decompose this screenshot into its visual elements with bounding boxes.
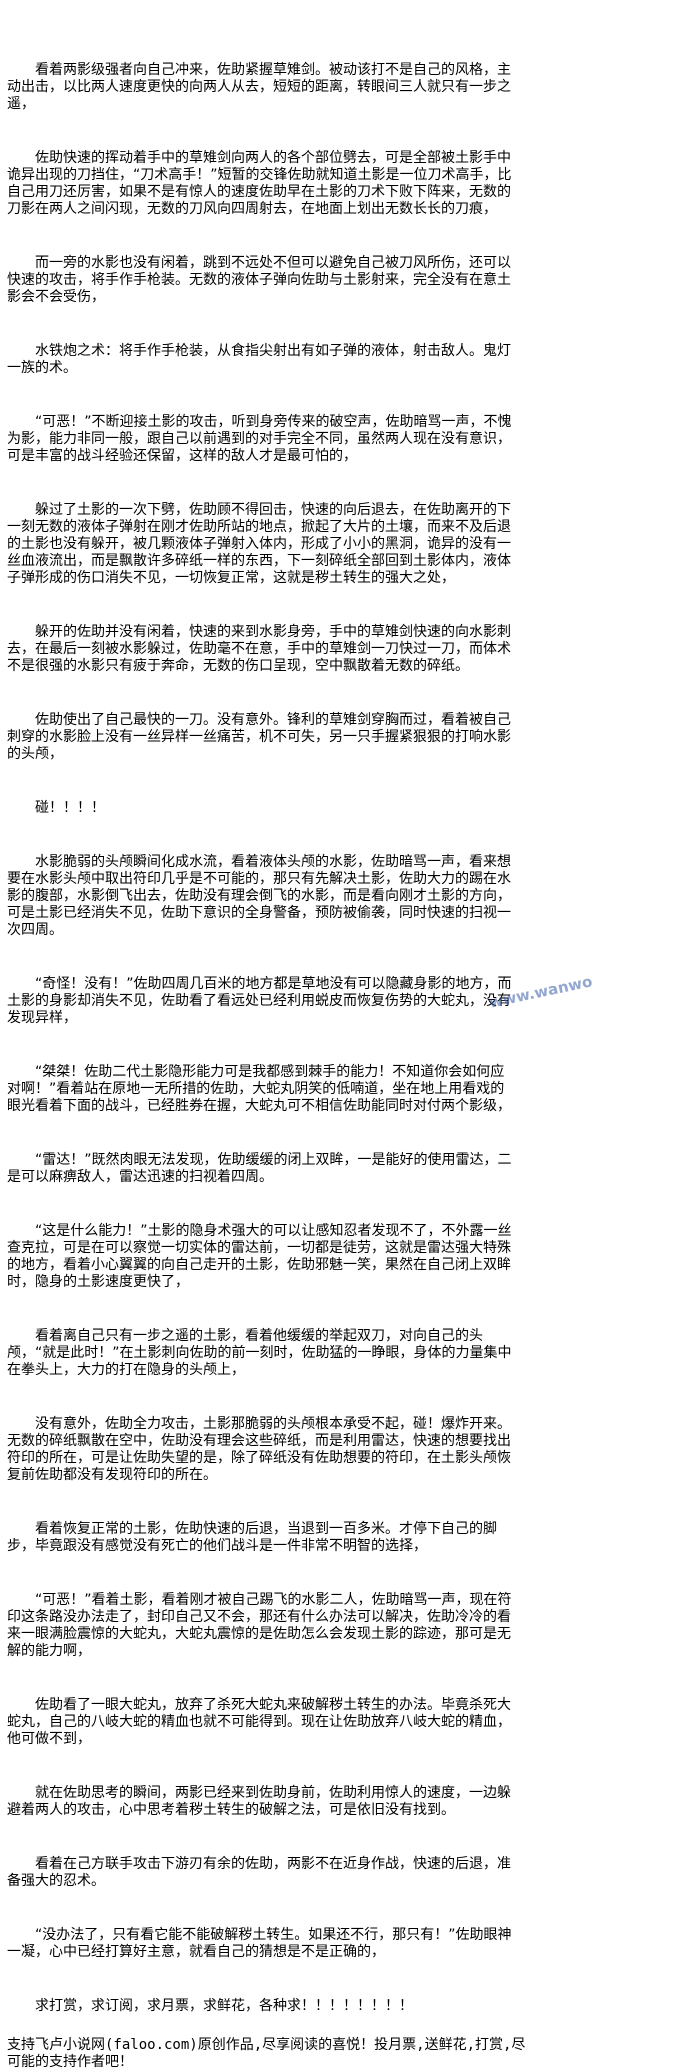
paragraph: 躲开的佐助并没有闲着，快速的来到水影身旁，手中的草雉剑快速的向水影刺去，在最后一… [7,624,511,674]
paragraph: “奇怪！没有！”佐助四周几百米的地方都是草地没有可以隐藏身影的地方，而土影的身影… [7,976,512,1026]
author-request: 求打赏，求订阅，求月票，求鲜花，各种求！！！！！！！！ [35,1998,413,2014]
paragraph: 看着两影级强者向自己冲来，佐助紧握草雉剑。被动该打不是自己的风格，主动出击，以比… [7,62,511,112]
chapter-body: 看着两影级强者向自己冲来，佐助紧握草雉剑。被动该打不是自己的风格，主动出击，以比… [7,62,525,2071]
paragraph: 就在佐助思考的瞬间，两影已经来到佐助身前，佐助利用惊人的速度，一边躲避着两人的攻… [7,1785,511,1818]
paragraph: “桀桀！佐助二代土影隐形能力可是我都感到棘手的能力！不知道你会如何应对啊！”看着… [7,1064,511,1114]
paragraph: 而一旁的水影也没有闲着，跳到不远处不但可以避免自己被刀风所伤，还可以快速的攻击，… [7,255,511,305]
paragraph: “雷达！”既然肉眼无法发现，佐助缓缓的闭上双眸，一是能好的使用雷达，二是可以麻痹… [7,1152,512,1185]
paragraph: 水铁炮之术：将手作手枪装，从食指尖射出有如子弹的液体，射击敌人。鬼灯一族的术。 [7,343,511,376]
paragraph: “可恶！”不断迎接土影的攻击，听到身旁传来的破空声，佐助暗骂一声，不愧为影，能力… [7,414,512,464]
paragraph: 看着恢复正常的土影，佐助快速的后退，当退到一百多米。才停下自己的脚步，毕竟跟没有… [7,1521,497,1554]
paragraph: 看着在己方联手攻击下游刃有余的佐助，两影不在近身作战，快速的后退，准备强大的忍术… [7,1856,511,1889]
paragraph: 看着离自己只有一步之遥的土影，看着他缓缓的举起双刀，对向自己的头颅，“就是此时！… [7,1328,512,1378]
paragraph: “这是什么能力！”土影的隐身术强大的可以让感知忍者发现不了，不外露一丝查克拉，可… [7,1223,512,1290]
site-footer-notice: 支持飞卢小说网(faloo.com)原创作品,尽享阅读的喜悦！投月票,送鲜花,打… [7,2037,526,2070]
paragraph: “没办法了，只有看它能不能破解秽土转生。如果还不行，那只有！”佐助眼神一凝，心中… [7,1927,512,1960]
paragraph: 佐助快速的挥动着手中的草雉剑向两人的各个部位劈去，可是全部被土影手中诡异出现的刀… [7,150,512,217]
paragraph: 躲过了土影的一次下劈，佐助顾不得回击，快速的向后退去，在佐助离开的下一刻无数的液… [7,502,511,586]
paragraph: 没有意外，佐助全力攻击，土影那脆弱的头颅根本承受不起，碰！爆炸开来。无数的碎纸飘… [7,1416,511,1483]
paragraph: “可恶！”看着土影，看着刚才被自己踢飞的水影二人，佐助暗骂一声，现在符印这条路没… [7,1592,512,1659]
paragraph: 碰！！！！ [35,800,105,816]
paragraph: 佐助看了一眼大蛇丸，放弃了杀死大蛇丸来破解秽土转生的办法。毕竟杀死大蛇丸，自己的… [7,1697,511,1747]
paragraph: 佐助使出了自己最快的一刀。没有意外。锋利的草雉剑穿胸而过，看着被自己刺穿的水影脸… [7,712,511,762]
paragraph: 水影脆弱的头颅瞬间化成水流，看着液体头颅的水影，佐助暗骂一声，看来想要在水影头颅… [7,854,511,938]
